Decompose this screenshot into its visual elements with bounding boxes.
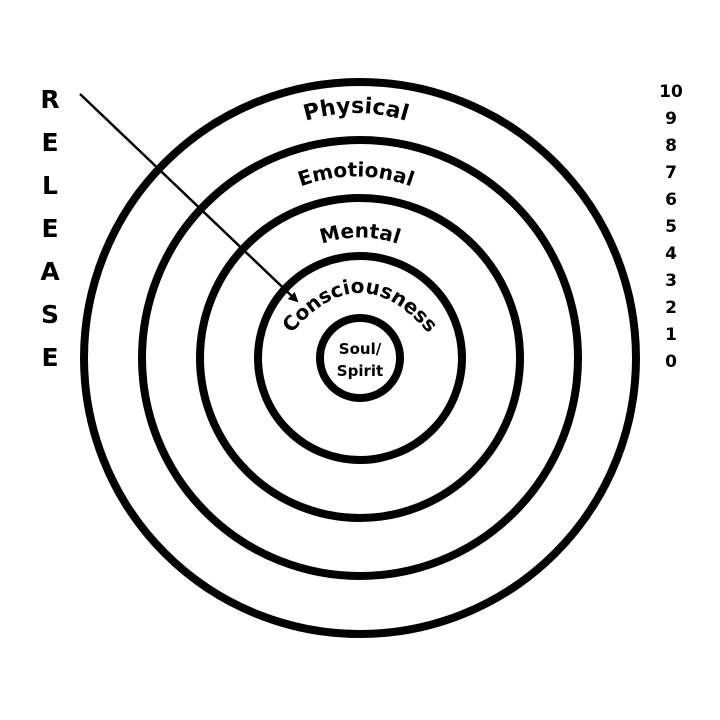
release-word: R E L E A S E [40,85,60,372]
scale-number: 8 [665,136,677,156]
release-letter: E [41,343,58,372]
scale-number: 3 [665,271,677,291]
release-letter: S [41,300,59,329]
scale-number: 6 [665,190,677,210]
scale-number: 10 [659,82,683,102]
ring-label-consciousness: Consciousness [277,274,443,337]
scale-number: 5 [665,217,677,237]
release-letter: E [41,128,58,157]
core-label-line2: Spirit [337,362,383,380]
release-letter: L [42,171,58,200]
scale-number: 7 [665,163,677,183]
scale-number: 1 [665,325,677,345]
release-letter: A [40,257,60,286]
intensity-scale: 10 9 8 7 6 5 4 3 2 1 0 [659,82,683,372]
ring-physical [80,78,640,638]
ring-mental [196,194,524,522]
ring-consciousness [254,252,466,464]
release-arrow [79,93,299,303]
ring-label-physical: Physical [301,94,412,127]
ring-soul-spirit [316,314,404,402]
scale-number: 2 [665,298,677,318]
release-letter: E [41,214,58,243]
ring-label-mental: Mental [317,218,404,248]
scale-number: 4 [665,244,677,264]
core-label-line1: Soul/ [339,340,382,358]
ring-emotional [138,136,582,580]
scale-number: 9 [665,109,677,129]
scale-number: 0 [665,352,677,372]
ring-label-emotional: Emotional [295,157,418,191]
release-letter: R [40,85,59,114]
